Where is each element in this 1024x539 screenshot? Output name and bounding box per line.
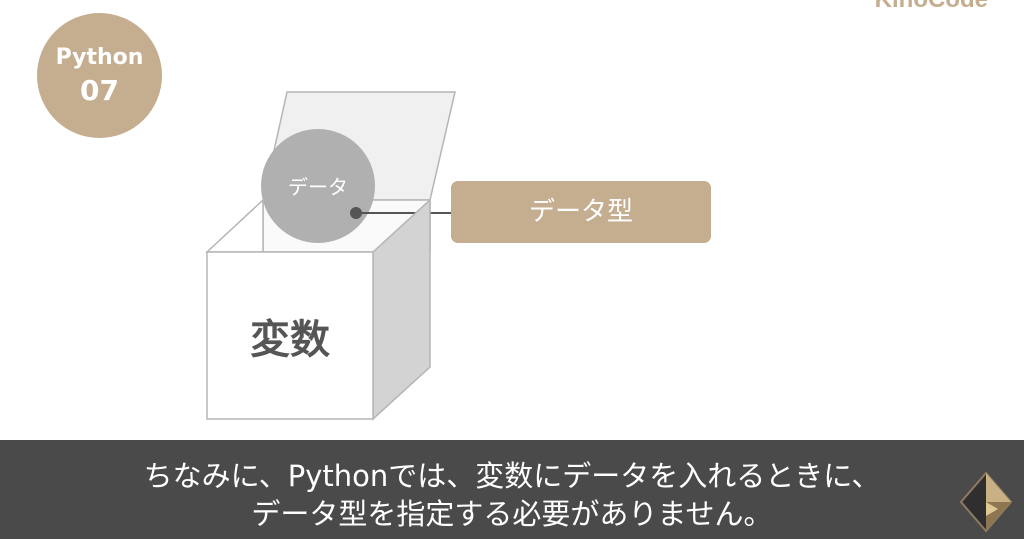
variable-label: 変数	[250, 317, 330, 363]
variable-box-diagram: データ 変数	[205, 91, 456, 421]
data-type-tag: データ型	[451, 181, 711, 243]
box-front	[206, 251, 374, 420]
brand-watermark: KinoCode	[875, 0, 988, 14]
connector-dot	[350, 207, 362, 219]
subtitle-line-2: データ型を指定する必要がありません。	[251, 497, 773, 531]
gold-diamond-logo-icon	[959, 471, 1013, 533]
badge-number: 07	[80, 74, 119, 107]
data-ball	[261, 129, 375, 243]
data-ball-label: データ	[288, 175, 348, 199]
badge-title: Python	[55, 45, 144, 70]
episode-badge: Python 07	[37, 13, 162, 138]
box-left-flap	[205, 198, 264, 253]
subtitle-line-1: ちなみに、Pythonでは、変数にデータを入れるときに、	[143, 459, 881, 493]
subtitle-bar: ちなみに、Pythonでは、変数にデータを入れるときに、 データ型を指定する必要…	[0, 440, 1024, 539]
